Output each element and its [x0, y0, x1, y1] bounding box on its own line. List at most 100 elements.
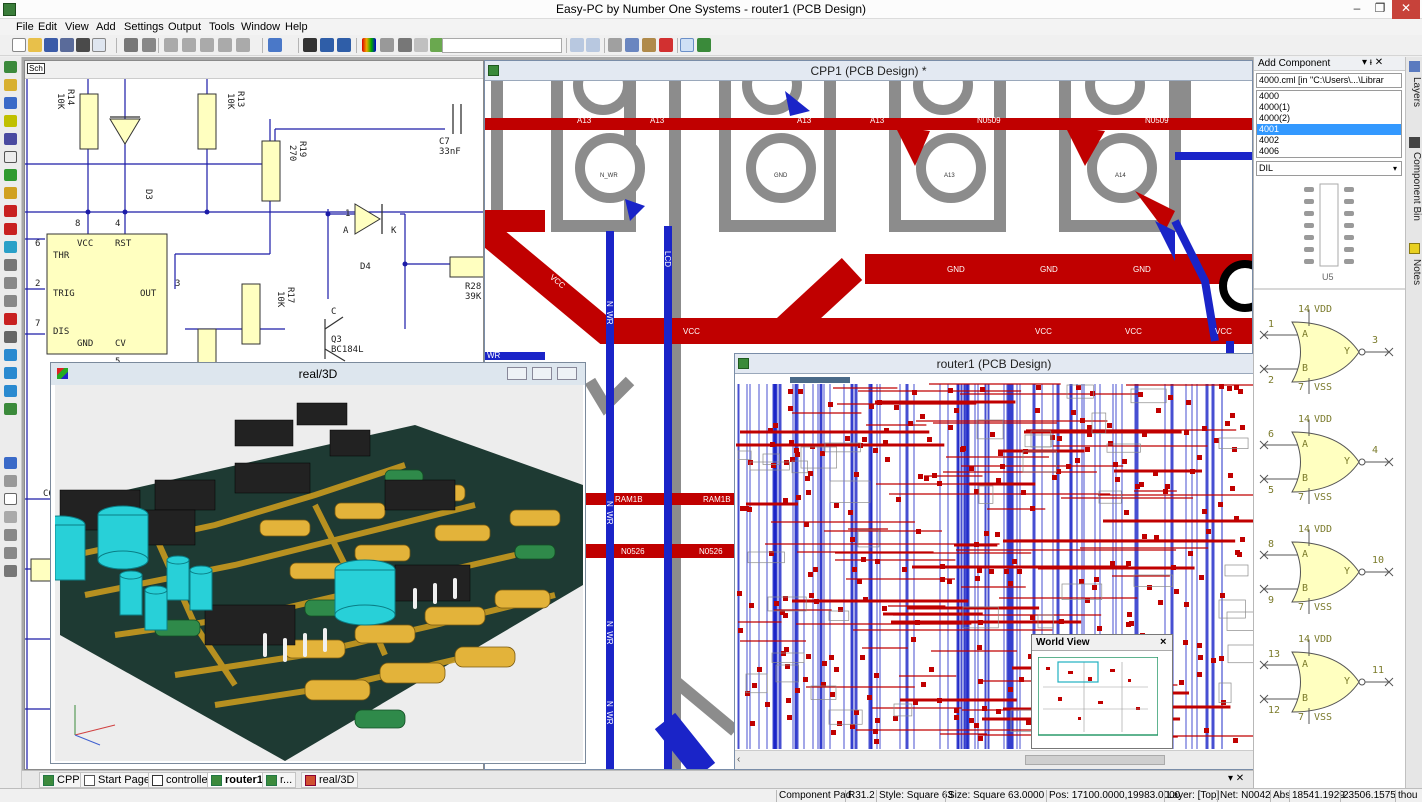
- menu-tools[interactable]: Tools: [209, 21, 235, 33]
- scroll-left-arrow[interactable]: ‹: [737, 754, 741, 765]
- library-tool-icon[interactable]: [4, 565, 17, 577]
- add-connection-icon[interactable]: [4, 133, 17, 145]
- colours-icon[interactable]: [362, 38, 376, 52]
- net-icon[interactable]: [4, 367, 17, 379]
- swap-gates-icon[interactable]: [4, 295, 17, 307]
- or-gate-symbol[interactable]: [1254, 632, 1405, 732]
- snap-icon[interactable]: [142, 38, 156, 52]
- dimension-icon[interactable]: [4, 259, 17, 271]
- menu-settings[interactable]: Settings: [124, 21, 164, 33]
- user-icon[interactable]: [4, 529, 17, 541]
- drc-icon[interactable]: [4, 403, 17, 415]
- properties-icon[interactable]: [398, 38, 412, 52]
- world-view-map[interactable]: [1038, 657, 1158, 737]
- zoom-out-icon[interactable]: [337, 38, 351, 52]
- tab-controller[interactable]: controller: [148, 772, 216, 788]
- page-icon[interactable]: [92, 38, 106, 52]
- tab-real3d[interactable]: real/3D: [301, 772, 359, 788]
- zoom-in-icon[interactable]: [320, 38, 334, 52]
- add-track-icon[interactable]: [4, 115, 17, 127]
- redo-icon[interactable]: [586, 38, 600, 52]
- layers-icon[interactable]: [380, 38, 394, 52]
- real3d-window[interactable]: real/3D: [50, 362, 586, 764]
- select-icon[interactable]: [680, 38, 694, 52]
- world-view-panel[interactable]: World View ×: [1031, 634, 1173, 749]
- tab-r[interactable]: r...: [262, 772, 297, 788]
- users-icon[interactable]: [4, 547, 17, 559]
- add-area-icon[interactable]: [4, 187, 17, 199]
- tab-start-page[interactable]: Start Page: [80, 772, 154, 788]
- add-pad-icon[interactable]: [4, 79, 17, 91]
- list-item-selected[interactable]: 4001: [1257, 124, 1401, 135]
- plane-icon[interactable]: [4, 349, 17, 361]
- real3d-minimize-button[interactable]: [507, 367, 527, 380]
- paste-icon[interactable]: [642, 38, 656, 52]
- package-select[interactable]: DIL ▾: [1256, 161, 1402, 176]
- align-left-icon[interactable]: [164, 38, 178, 52]
- library-select[interactable]: 4000.cml [in "C:\Users\...\Librar: [1256, 73, 1402, 88]
- component-list[interactable]: 4000 4000(1) 4000(2) 4001 4002 4006: [1256, 90, 1402, 158]
- scroll-thumb[interactable]: [1025, 755, 1165, 765]
- info-icon[interactable]: [4, 457, 17, 469]
- align-right-icon[interactable]: [182, 38, 196, 52]
- list-item[interactable]: 4000: [1259, 91, 1280, 101]
- add-via-icon[interactable]: [4, 97, 17, 109]
- save-icon[interactable]: [44, 38, 58, 52]
- real3d-viewport[interactable]: [55, 385, 583, 761]
- list-item[interactable]: 4002: [1259, 135, 1280, 145]
- add-shape-icon[interactable]: [4, 169, 17, 181]
- distribute-icon[interactable]: [236, 38, 250, 52]
- move-icon[interactable]: [268, 38, 282, 52]
- list-item[interactable]: 4000(1): [1259, 102, 1291, 112]
- reroute-icon[interactable]: [4, 331, 17, 343]
- router1-hscroll[interactable]: ‹: [735, 750, 1253, 769]
- add-component-icon[interactable]: [4, 61, 17, 73]
- delete-icon[interactable]: [659, 38, 673, 52]
- list-item[interactable]: 4000(2): [1259, 113, 1291, 123]
- add-text-icon[interactable]: [4, 151, 17, 163]
- tab-layers[interactable]: Layers: [1411, 77, 1422, 108]
- or-gate-symbol[interactable]: [1254, 522, 1405, 622]
- router1-canvas[interactable]: [735, 374, 1253, 749]
- layer-select[interactable]: [442, 38, 562, 53]
- pan-icon[interactable]: [303, 38, 317, 52]
- copy-icon[interactable]: [625, 38, 639, 52]
- panel-controls[interactable]: ▾ ᵻ ✕: [1362, 57, 1384, 68]
- menu-add[interactable]: Add: [96, 21, 116, 33]
- route-track-icon[interactable]: [4, 313, 17, 325]
- add-copper-icon[interactable]: [4, 205, 17, 217]
- library-icon[interactable]: [76, 38, 90, 52]
- swap-pins-icon[interactable]: [4, 277, 17, 289]
- align-bottom-icon[interactable]: [218, 38, 232, 52]
- copy-board-icon[interactable]: [4, 511, 17, 523]
- tab-router1[interactable]: router1: [207, 772, 267, 788]
- pen-icon[interactable]: [414, 38, 428, 52]
- schematic-canvas[interactable]: [25, 79, 483, 769]
- cut-icon[interactable]: [608, 38, 622, 52]
- measure-icon[interactable]: [430, 38, 444, 52]
- close-button[interactable]: ✕: [1392, 0, 1420, 19]
- real3d-close-button[interactable]: [557, 367, 577, 380]
- or-gate-symbol[interactable]: [1254, 412, 1405, 512]
- tab-cpp1[interactable]: CPP1: [39, 772, 90, 788]
- menu-help[interactable]: Help: [285, 21, 308, 33]
- list-item[interactable]: 4006: [1259, 146, 1280, 156]
- menu-window[interactable]: Window: [241, 21, 281, 33]
- add-board-icon[interactable]: [4, 241, 17, 253]
- new-icon[interactable]: [12, 38, 26, 52]
- align-top-icon[interactable]: [200, 38, 214, 52]
- tab-component-bin[interactable]: Component Bin: [1411, 152, 1422, 221]
- grid-icon[interactable]: [124, 38, 138, 52]
- check-icon[interactable]: [4, 385, 17, 397]
- real3d-maximize-button[interactable]: [532, 367, 552, 380]
- tab-notes[interactable]: Notes: [1411, 259, 1422, 286]
- restore-button[interactable]: ❐: [1374, 1, 1386, 15]
- document-icon[interactable]: [4, 493, 17, 505]
- menu-file[interactable]: File: [16, 21, 34, 33]
- menu-view[interactable]: View: [65, 21, 89, 33]
- router1-window[interactable]: router1 (PCB Design) ‹ World View ×: [734, 353, 1254, 770]
- open-icon[interactable]: [28, 38, 42, 52]
- tabs-menu-close[interactable]: ▾ ✕: [1228, 773, 1245, 784]
- minimize-button[interactable]: –: [1353, 1, 1361, 15]
- route-icon[interactable]: [697, 38, 711, 52]
